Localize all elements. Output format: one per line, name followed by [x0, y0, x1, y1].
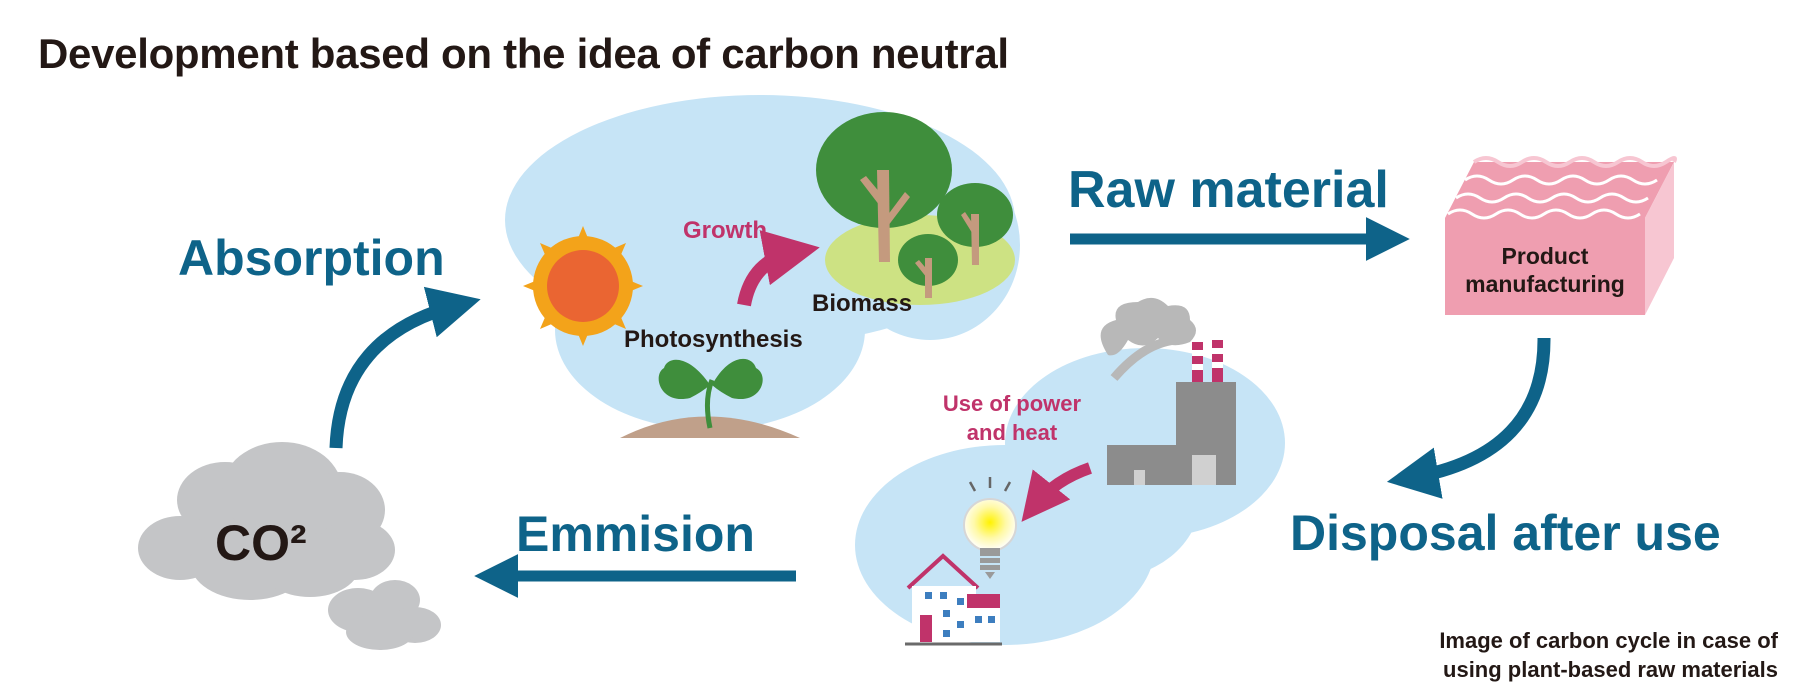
tree-icon	[937, 183, 1013, 265]
product-label-line1: Product	[1502, 243, 1589, 269]
raw-material-label: Raw material	[1068, 161, 1389, 219]
use-power-label-line2: and heat	[967, 420, 1058, 445]
page-title: Development based on the idea of carbon …	[38, 30, 1009, 77]
growth-label: Growth	[683, 217, 767, 244]
co2-label: CO²	[215, 515, 307, 571]
tree-icon	[898, 234, 958, 298]
sun-icon	[523, 226, 643, 346]
house-icon	[905, 553, 1002, 646]
photosynthesis-label: Photosynthesis	[624, 326, 803, 353]
caption: Image of carbon cycle in case of using p…	[1439, 626, 1778, 684]
use-power-label-line1: Use of power	[943, 391, 1082, 416]
caption-line2: using plant-based raw materials	[1443, 657, 1778, 682]
factory-icon	[1100, 297, 1236, 485]
small-cloud-icon	[328, 580, 441, 650]
biomass-label: Biomass	[812, 290, 912, 317]
disposal-label: Disposal after use	[1290, 505, 1721, 561]
tree-icon	[816, 112, 952, 262]
emmision-label: Emmision	[516, 506, 755, 562]
light-bulb-icon	[963, 477, 1017, 579]
product-box-icon	[1445, 156, 1677, 315]
disposal-arrow	[1386, 337, 1551, 499]
sprout-icon	[658, 358, 763, 429]
co2-cloud-icon	[138, 442, 395, 600]
power-arrow	[1021, 462, 1093, 522]
growth-arrow	[737, 230, 820, 307]
caption-line1: Image of carbon cycle in case of	[1439, 628, 1778, 653]
absorption-arrow	[329, 286, 481, 449]
absorption-label: Absorption	[178, 230, 445, 286]
product-label-line2: manufacturing	[1465, 271, 1625, 297]
